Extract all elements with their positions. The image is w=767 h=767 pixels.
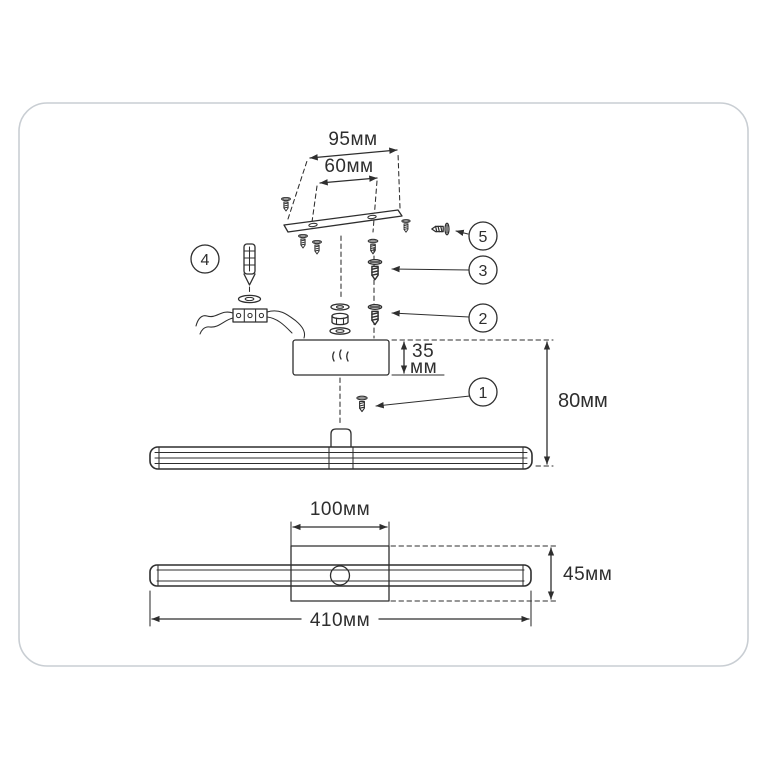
terminal-block-icon — [232, 308, 268, 323]
washer-icon — [329, 327, 351, 335]
dim-45: 45мм — [390, 545, 612, 602]
wire — [199, 317, 234, 335]
wall-screw-icon — [431, 222, 450, 236]
fixing-screw-icon — [367, 258, 383, 281]
dim-100-label: 100мм — [310, 499, 370, 520]
dim-35-value: 35 — [412, 341, 434, 362]
dim-80: 80мм — [391, 339, 608, 467]
dim-410: 410мм — [149, 590, 532, 631]
callout-2: 2 — [391, 303, 498, 333]
wire — [266, 310, 306, 339]
center-hole — [329, 565, 351, 586]
callout-1-number: 1 — [479, 385, 488, 402]
wall-plug-and-wiring — [195, 243, 306, 339]
dim-95-label: 95мм — [328, 129, 377, 150]
mounting-bracket — [281, 196, 411, 255]
bottom-view — [149, 545, 532, 602]
mount-screw-icon — [356, 395, 368, 413]
callout-4: 4 — [190, 244, 220, 274]
bracket-screw-icon — [367, 238, 379, 255]
washer-icon — [330, 303, 350, 311]
dim-80-label: 80мм — [558, 390, 608, 412]
fixing-screw-icon — [367, 303, 383, 326]
lamp-bar-exploded — [149, 428, 533, 470]
dim-100: 100мм — [290, 499, 390, 547]
dim-95: 95мм — [287, 129, 401, 220]
washer-nut-stack — [329, 303, 351, 335]
dim-410-label: 410мм — [310, 610, 370, 631]
nut-icon — [331, 312, 349, 320]
callout-4-number: 4 — [201, 252, 210, 269]
callout-3-number: 3 — [479, 263, 488, 280]
callout-1: 1 — [375, 377, 498, 409]
driver-box — [292, 339, 390, 376]
bracket-screw-icon — [312, 239, 322, 255]
panel-border — [18, 102, 749, 667]
dim-60-label: 60мм — [324, 156, 373, 177]
callout-5-number: 5 — [479, 229, 488, 246]
callout-2-number: 2 — [479, 311, 488, 328]
wire — [266, 316, 293, 334]
bracket-screw-icon — [401, 219, 411, 233]
wire — [195, 311, 234, 327]
callout-3: 3 — [391, 255, 498, 285]
washer-icon — [237, 294, 262, 304]
assembly-axis-lines — [339, 235, 375, 424]
callout-5: 5 — [455, 221, 498, 251]
dim-45-label: 45мм — [563, 564, 612, 585]
bracket-screw-icon — [281, 196, 291, 212]
dim-60: 60мм — [311, 156, 378, 233]
lamp-bar-bottom — [149, 564, 532, 587]
mount-plate — [290, 545, 390, 602]
dim-35-unit: мм — [410, 357, 437, 378]
dim-35: 35 мм — [391, 341, 445, 378]
mount-stem — [330, 428, 352, 448]
bracket-screw-icon — [298, 233, 308, 249]
